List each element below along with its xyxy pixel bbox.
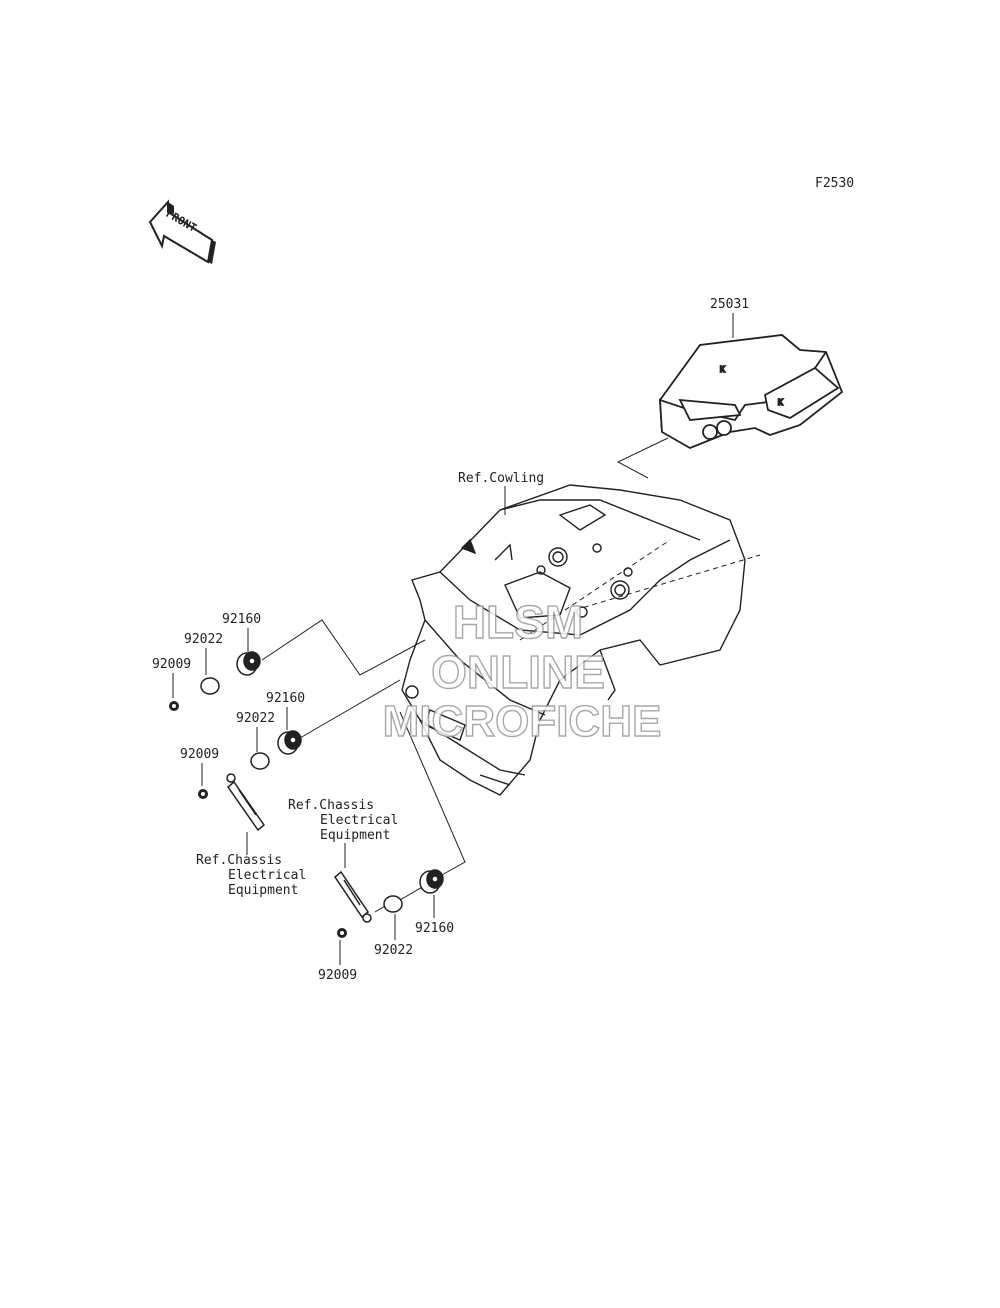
ref-chassis-right-line3: Equipment (320, 828, 390, 843)
cowling-body (401, 484, 746, 796)
figure-code: F2530 (815, 176, 854, 191)
grommet-2-label: 92160 (266, 691, 305, 706)
washer-3-label: 92022 (374, 943, 413, 958)
grommet-3 (419, 869, 444, 894)
watermark: HLSM ONLINE MICROFICHE (382, 595, 662, 746)
meter-assembly: K K (659, 334, 844, 449)
washer-2-label: 92022 (236, 711, 275, 726)
bolt-2 (198, 789, 208, 799)
bolt-3-label: 92009 (318, 968, 357, 983)
watermark-line2: ONLINE (431, 646, 605, 698)
watermark-line1: HLSM (453, 596, 583, 648)
washer-1 (200, 677, 220, 695)
ref-chassis-left-line2: Electrical (228, 868, 306, 883)
front-arrow-icon: FRONT (148, 199, 216, 264)
washer-3 (383, 895, 403, 913)
bolt-3 (337, 928, 347, 938)
meter-assembly-label: 25031 (710, 297, 749, 312)
bolt-1-label: 92009 (152, 657, 191, 672)
bolt-2-label: 92009 (180, 747, 219, 762)
washer-1-label: 92022 (184, 632, 223, 647)
chassis-stay-left (226, 773, 266, 832)
svg-text:K: K (778, 398, 783, 407)
chassis-stay-right (333, 870, 372, 923)
watermark-line3: MICROFICHE (383, 697, 662, 746)
ref-chassis-right-line2: Electrical (320, 813, 398, 828)
washer-2 (250, 752, 270, 770)
ref-cowling-label: Ref.Cowling (458, 471, 544, 486)
grommet-1 (236, 651, 261, 676)
svg-text:K: K (720, 365, 725, 374)
ref-chassis-left-line1: Ref.Chassis (196, 853, 282, 868)
grommet-1-label: 92160 (222, 612, 261, 627)
grommet-2 (277, 730, 302, 755)
ref-chassis-right-line1: Ref.Chassis (288, 798, 374, 813)
bolt-1 (169, 701, 179, 711)
grommet-3-label: 92160 (415, 921, 454, 936)
ref-chassis-left-line3: Equipment (228, 883, 298, 898)
